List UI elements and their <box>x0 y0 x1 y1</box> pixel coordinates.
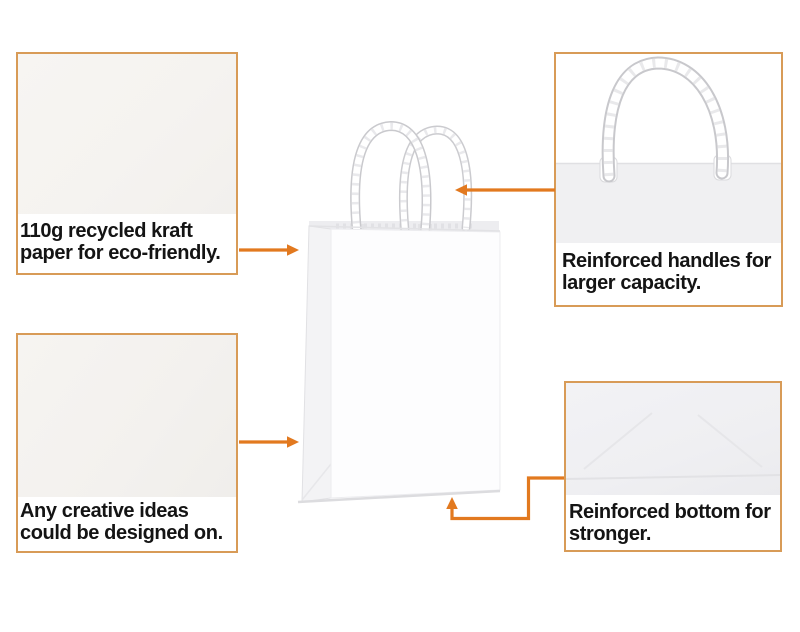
caption-line: Reinforced handles for <box>562 250 772 272</box>
caption-line: larger capacity. <box>562 272 701 294</box>
kraft-paper-photo <box>18 54 236 214</box>
callout-handles-caption: Reinforced handles for larger capacity. <box>556 243 781 294</box>
caption-line: Any creative ideas <box>20 500 189 522</box>
bottom-connector-arrow <box>446 476 564 521</box>
bag-handle-front <box>350 120 432 238</box>
callout-handles: Reinforced handles for larger capacity. <box>554 52 783 307</box>
material-connector-arrow <box>239 244 299 256</box>
arrow-left-icon <box>455 184 467 196</box>
callout-design: Any creative ideas could be designed on. <box>16 333 238 553</box>
caption-line: stronger. <box>569 523 651 545</box>
callout-design-caption: Any creative ideas could be designed on. <box>18 497 236 544</box>
bag-bottom-fold-graphic <box>566 412 780 480</box>
design-surface-photo <box>18 335 236 497</box>
callout-bottom-caption: Reinforced bottom for stronger. <box>566 495 780 545</box>
caption-line: 110g recycled kraft <box>20 220 193 242</box>
arrow-up-icon <box>446 497 458 509</box>
arrow-right-icon <box>287 436 299 448</box>
arrow-right-icon <box>287 244 299 256</box>
callout-bottom: Reinforced bottom for stronger. <box>564 381 782 552</box>
caption-line: Reinforced bottom for <box>569 501 771 523</box>
caption-line: could be designed on. <box>20 522 223 544</box>
bag-handle-back <box>398 125 473 236</box>
callout-material: 110g recycled kraft paper for eco-friend… <box>16 52 238 275</box>
bag-bottom-closeup-photo <box>566 383 780 495</box>
caption-line: paper for eco-friendly. <box>20 242 221 264</box>
handles-connector-arrow <box>455 184 555 196</box>
design-connector-arrow <box>239 436 299 448</box>
callout-material-caption: 110g recycled kraft paper for eco-friend… <box>18 214 236 264</box>
paper-bag-photo <box>297 120 501 504</box>
handle-closeup-photo <box>556 54 781 243</box>
handle-arc-graphic <box>556 56 781 243</box>
